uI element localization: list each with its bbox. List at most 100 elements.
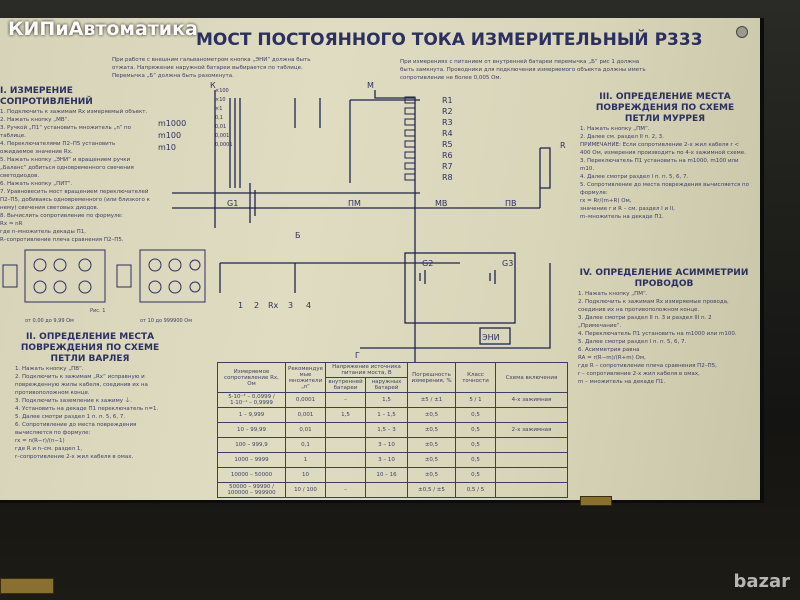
- instruction-line: 2. Нажать кнопку „МВ“.: [0, 117, 70, 123]
- instruction-line: 2. Далее см. раздел II п. 2, 3.: [580, 134, 664, 140]
- note-right: При измерениях с питанием от внутренней …: [400, 59, 646, 81]
- table-cell: 100 – 999,9: [217, 437, 286, 453]
- table-cell: 10000 – 50000: [217, 467, 286, 483]
- table-cell: 10 – 99,99: [217, 422, 286, 438]
- section-measurement: I. ИЗМЕРЕНИЕ СОПРОТИВЛЕНИЙ 1. Подключить…: [0, 86, 150, 244]
- multiplier-label: 0,0001: [215, 142, 233, 148]
- instruction-line: 3. Переключатель П1 установить на m1000,…: [580, 158, 739, 172]
- resistor-label: R2: [442, 107, 453, 116]
- instruction-line: 4. Переключателями П2–П5 установить ожид…: [0, 141, 116, 155]
- instruction-line: 2. Подключить к зажимам „Rx“ исправную и…: [15, 374, 148, 396]
- instruction-line: 5. Далее смотри раздел 1 п. п. 5, 6, 7.: [15, 414, 126, 420]
- table-cell: [495, 482, 568, 498]
- resistor-label: R3: [442, 118, 453, 127]
- terminal-4: 4: [306, 301, 311, 310]
- table-header: Измеряемое сопротивление Rx, Ом: [217, 362, 286, 393]
- section-heading: III. ОПРЕДЕЛЕНИЕ МЕСТА ПОВРЕЖДЕНИЯ ПО СХ…: [595, 92, 735, 124]
- table-subheader: наружных батарей: [365, 377, 408, 393]
- table-cell: 10: [285, 467, 326, 483]
- table-cell: ±0,5: [407, 452, 456, 468]
- instruction-line: 5. Сопротивление до места повреждения вы…: [580, 182, 750, 196]
- instruction-line: RA = r(R−m)/(R+m) Ом,: [578, 355, 646, 361]
- instruction-line: 6. Асимметрия равна: [578, 347, 640, 353]
- instruction-line: ПРИМЕЧАНИЕ: Если сопротивление 2-х жил к…: [580, 142, 746, 156]
- table-cell: [495, 437, 568, 453]
- table-cell: 1,5 – 3: [365, 422, 408, 438]
- table-cell: [325, 452, 366, 468]
- instruction-line: значение r и R – см. раздел I и II,: [580, 206, 675, 212]
- watermark: КИПиАвтоматика: [8, 18, 198, 40]
- section-heading: IV. ОПРЕДЕЛЕНИЕ АСИММЕТРИИ ПРОВОДОВ: [579, 268, 749, 289]
- terminal-k: К: [210, 81, 216, 90]
- instruction-line: rx = n(R−r)/(n−1): [15, 438, 65, 444]
- table-cell: ±0,5: [407, 422, 456, 438]
- instruction-line: 4. Далее смотри раздел I п. п. 5, 6, 7.: [580, 174, 689, 180]
- table-cell: ±0,5: [407, 437, 456, 453]
- terminal-m: М: [367, 81, 374, 90]
- resistor: [404, 162, 416, 170]
- range-left: от 0,00 до 9,99 Ом: [25, 318, 74, 324]
- table-cell: 0,01: [285, 422, 326, 438]
- table-cell: ±0,5 / ±5: [407, 482, 456, 498]
- m-label: m100: [158, 131, 182, 140]
- table-cell: 1 – 9,999: [217, 407, 286, 423]
- table-cell: 0,5 / 5: [455, 482, 496, 498]
- resistor: [404, 96, 416, 104]
- instruction-line: R–сопротивление плеча сравнения П2–П5.: [0, 237, 124, 243]
- front-panel-figure: Рис. 1 от 0,00 до 9,99 Ом от 10 до 99990…: [2, 249, 206, 324]
- table-cell: 3 – 10: [365, 452, 408, 468]
- terminal-1: 1: [238, 301, 243, 310]
- table-cell: 1: [285, 452, 326, 468]
- multiplier-label: ×100: [215, 88, 229, 94]
- instruction-line: 6. Нажать кнопку „ПИТ“.: [0, 181, 73, 187]
- m-label: m10: [158, 143, 176, 152]
- label-eni: ЭНИ: [482, 333, 500, 342]
- instruction-line: m – множитель на декаде П1.: [578, 379, 666, 385]
- terminal-2: 2: [254, 301, 259, 310]
- instruction-line: где R – сопротивление плеча сравнения П2…: [578, 363, 717, 369]
- resistor-label: R5: [442, 140, 453, 149]
- table-cell: [325, 437, 366, 453]
- instruction-line: rx = Rr/(m+R) Ом,: [580, 198, 632, 204]
- resistor-label: R8: [442, 173, 453, 182]
- figure-caption: Рис. 1: [90, 308, 105, 314]
- corner-logo: bazar: [733, 571, 790, 592]
- multiplier-labels: m1000 m100 m10: [158, 118, 186, 154]
- instruction-line: 3. Далее смотри раздел II п. 3 и раздел …: [578, 315, 712, 329]
- label-pm: ПМ: [348, 199, 361, 208]
- table-cell: 4-х зажимная: [495, 392, 568, 408]
- instruction-line: 6. Сопротивление до места повреждения вы…: [15, 422, 137, 436]
- table-cell: 1,5: [365, 392, 408, 408]
- table-cell: 0,5: [455, 437, 496, 453]
- instruction-line: 7. Уравновесить мост вращением переключа…: [0, 189, 150, 211]
- instruction-line: где n–множитель декады П1,: [0, 229, 86, 235]
- table-header: Рекомендуемые множители „n“: [285, 362, 326, 393]
- table-cell: 3 – 10: [365, 437, 408, 453]
- table-cell: [495, 452, 568, 468]
- instruction-line: m–множитель на декаде П1.: [580, 214, 664, 220]
- instruction-line: 1. Нажать кнопку „ПМ“.: [578, 291, 648, 297]
- instruction-line: 2. Подключить к зажимам Rx измеряемые пр…: [578, 299, 729, 313]
- label-g2: G2: [422, 259, 433, 268]
- note-left: При работе с внешним гальванометром кноп…: [112, 57, 311, 79]
- resistor-label: R7: [442, 162, 453, 171]
- resistor: [404, 173, 416, 181]
- table-cell: [325, 467, 366, 483]
- table-cell: 10 / 100: [285, 482, 326, 498]
- table-header: Погрешность измерения, %: [407, 362, 456, 393]
- m-label: m1000: [158, 119, 187, 128]
- table-header: Напряжение источника питания моста, В: [325, 362, 408, 378]
- table-cell: 0,0001: [285, 392, 326, 408]
- resistor: [404, 129, 416, 137]
- table-cell: [365, 482, 408, 498]
- instruction-line: r–сопротивление 2-х жил кабеля в омах.: [15, 454, 134, 460]
- table-cell: ±5 / ±1: [407, 392, 456, 408]
- table-cell: 5 / 1: [455, 392, 496, 408]
